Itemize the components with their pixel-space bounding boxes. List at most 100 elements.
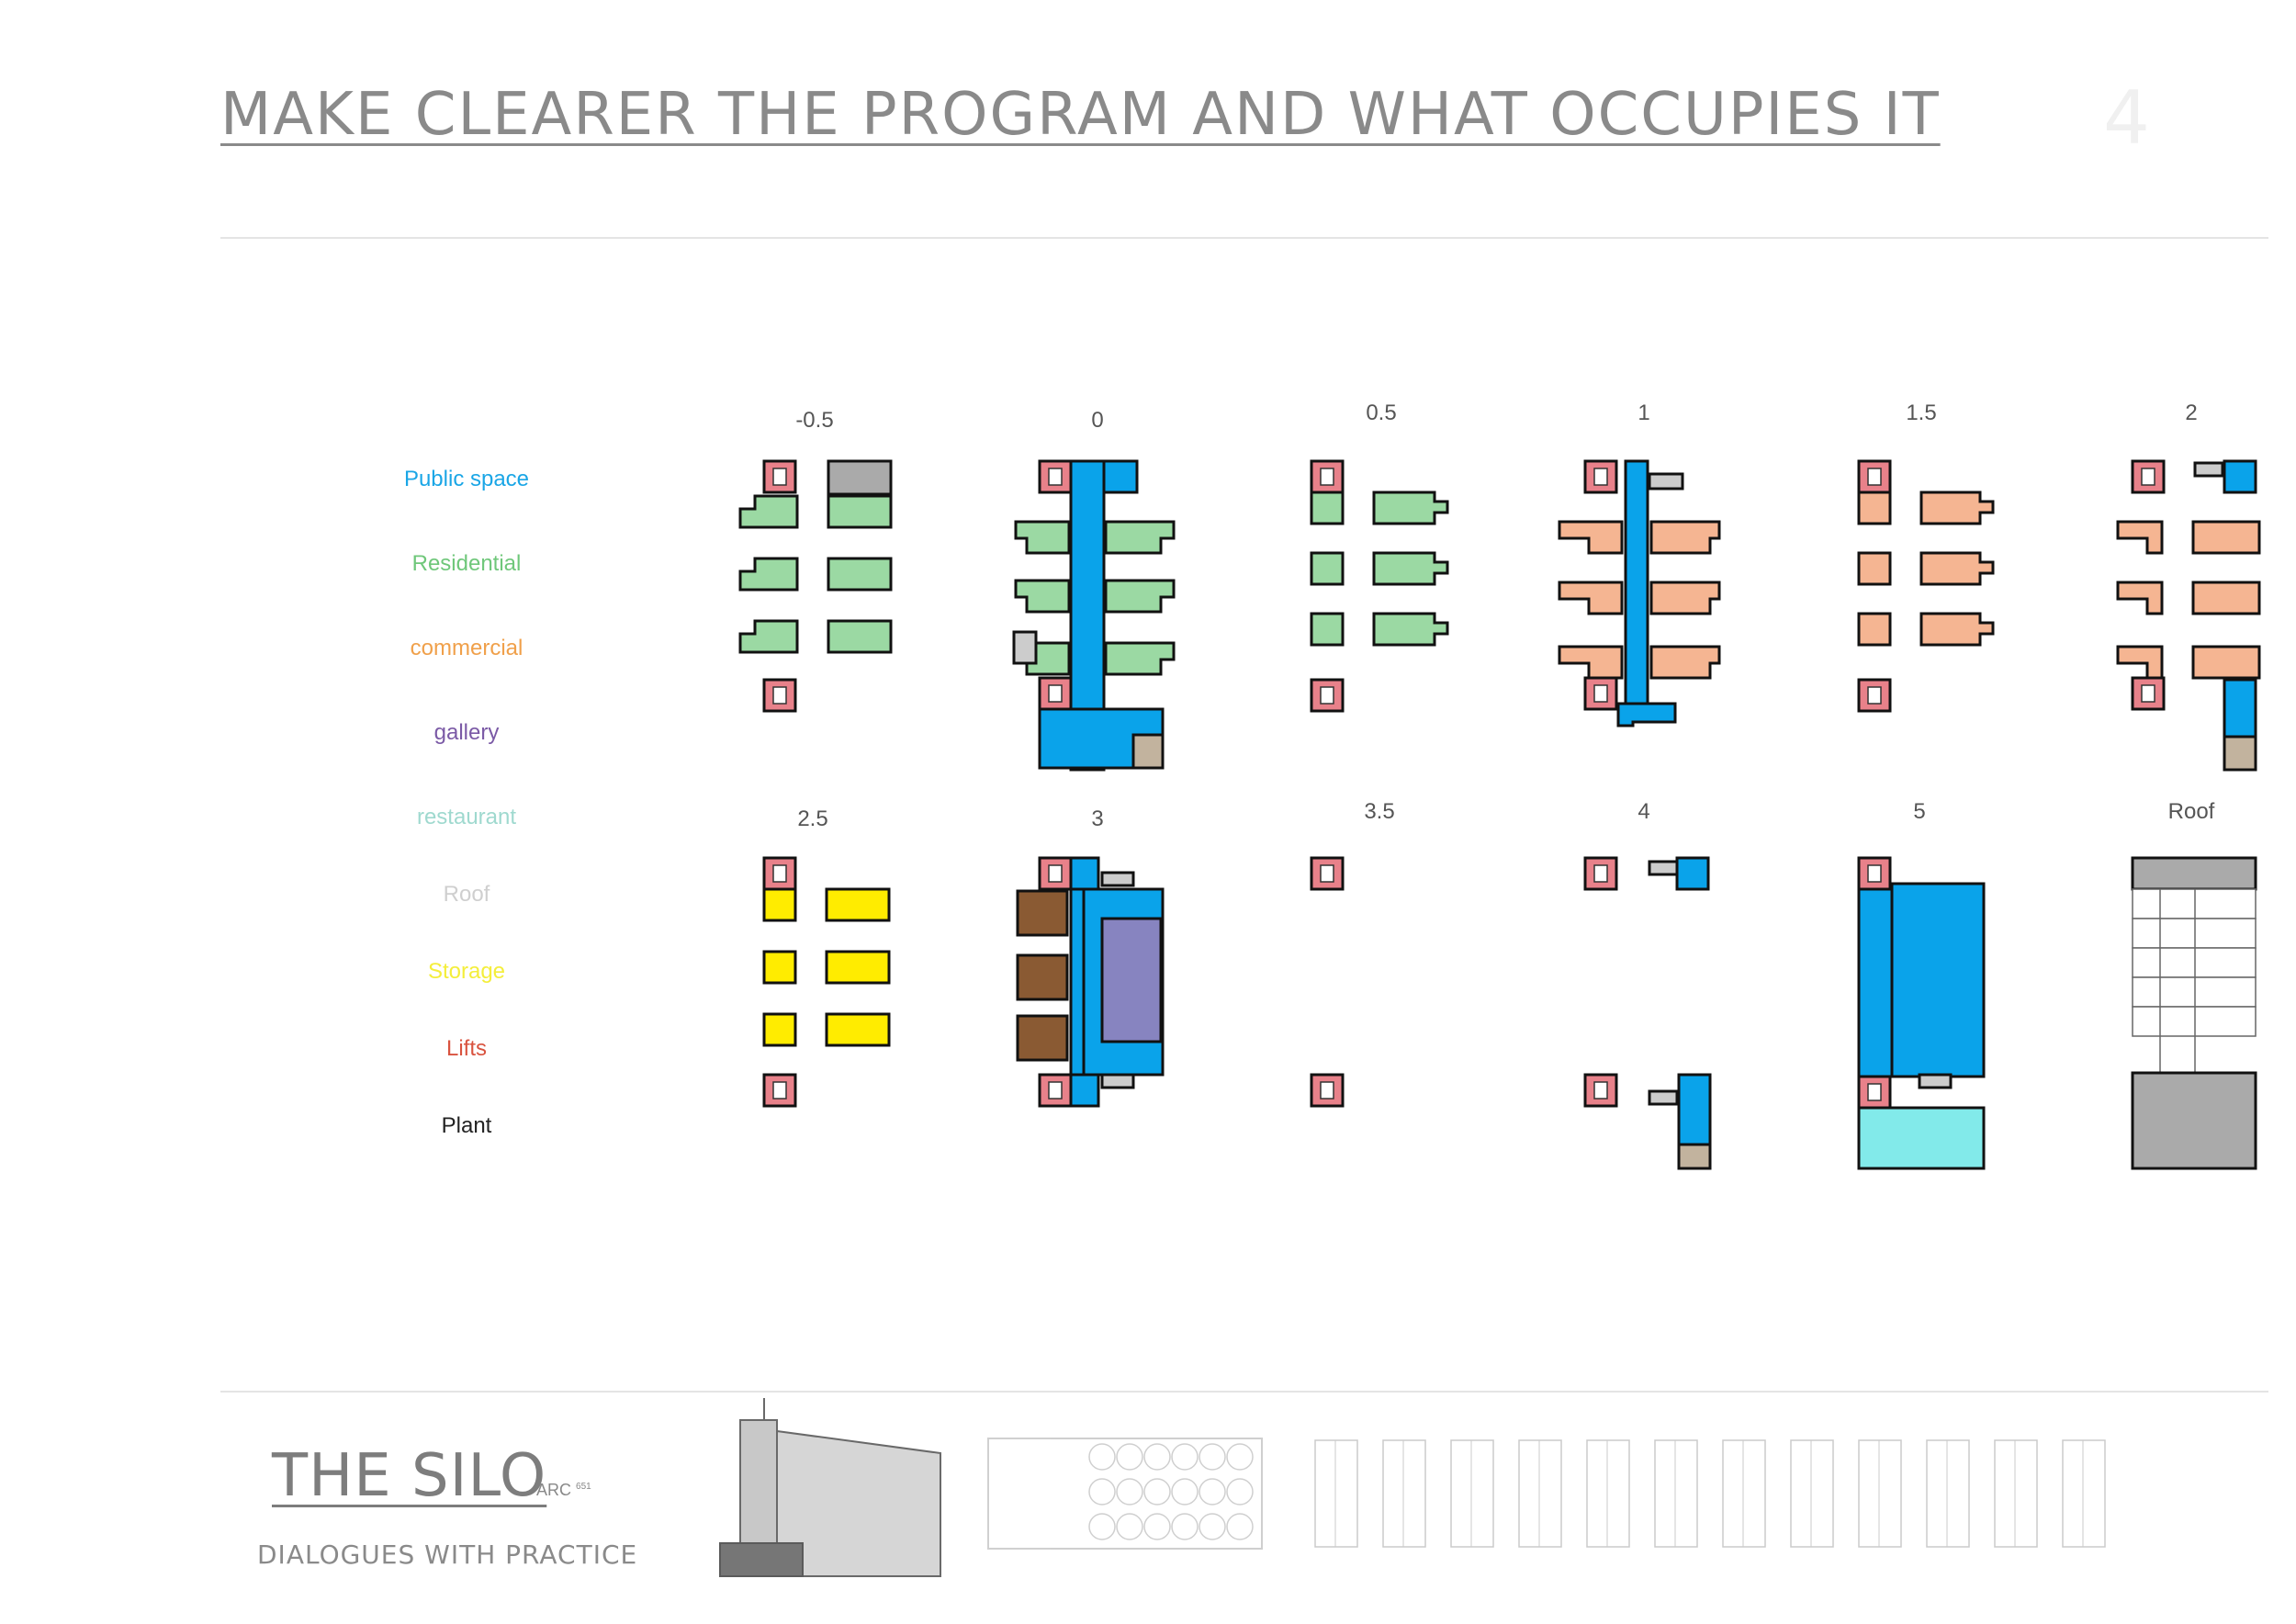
storage-room — [825, 1012, 891, 1047]
lift-core — [762, 1073, 797, 1108]
lift-car — [1867, 1083, 1882, 1101]
floor-label: 3.5 — [1364, 799, 1395, 824]
stair — [1648, 860, 1679, 876]
elevation-motif — [1226, 1443, 1254, 1471]
plan-thumbnail — [1314, 1439, 1358, 1548]
storage-room — [1016, 889, 1069, 937]
lift-car — [1048, 468, 1063, 486]
lift-car — [1593, 864, 1608, 883]
lift-car — [1320, 864, 1334, 883]
storage-room — [762, 1012, 797, 1047]
lift-core — [1310, 678, 1345, 713]
lift-car — [1048, 684, 1063, 703]
storage-room — [762, 950, 797, 985]
residential-unit — [827, 619, 893, 654]
commercial-unit — [2116, 581, 2164, 615]
elevation-motif — [1116, 1513, 1143, 1540]
elevation-motif — [1171, 1513, 1199, 1540]
elevation-motif — [1143, 1478, 1171, 1506]
lift-core — [1038, 676, 1073, 711]
plan-thumbnail — [1926, 1439, 1970, 1548]
residential-unit — [1104, 520, 1176, 555]
lift-core — [762, 856, 797, 891]
lift-car — [772, 864, 787, 883]
commercial-unit — [2191, 520, 2261, 555]
legend-plant: Plant — [441, 1113, 492, 1138]
commercial-unit — [1649, 645, 1721, 680]
plan-floor-2-5 — [762, 856, 891, 1108]
course-number: 651 — [576, 1482, 591, 1492]
commercial-unit — [1558, 520, 1624, 555]
elevation-motif — [1226, 1478, 1254, 1506]
page-title: MAKE CLEARER THE PROGRAM AND WHAT OCCUPI… — [220, 81, 1941, 149]
plant-room — [827, 459, 893, 496]
elevation-thumbnail — [987, 1438, 1263, 1550]
plan-thumbnail — [1654, 1439, 1698, 1548]
silo-building-sketch — [719, 1398, 941, 1577]
legend-restaurant: restaurant — [416, 805, 517, 829]
stair — [2193, 461, 2224, 478]
floor-label: -0.5 — [795, 408, 834, 433]
floor-label: 5 — [1913, 799, 1926, 824]
residential-unit — [827, 557, 893, 592]
roof-bay — [2132, 1006, 2257, 1037]
plan-thumbnail — [1790, 1439, 1834, 1548]
lift-core — [1583, 459, 1618, 494]
elevation-motif — [1116, 1443, 1143, 1471]
gallery — [1100, 917, 1163, 1043]
lift-car — [1593, 468, 1608, 486]
residential-unit — [1372, 551, 1449, 586]
course-code: ARC 651 — [536, 1481, 591, 1500]
lift-core — [762, 678, 797, 713]
roof-bay — [2132, 918, 2257, 949]
plan-floor-5 — [1857, 856, 1986, 1170]
lift-car — [1048, 1081, 1063, 1100]
public-space — [1857, 887, 1894, 1078]
floor-label: 0 — [1091, 408, 1104, 433]
elevation-motif — [1088, 1513, 1116, 1540]
residential-unit — [1310, 491, 1345, 525]
project-title: THE SILO — [272, 1442, 547, 1510]
lift-car — [772, 468, 787, 486]
legend-roof: Roof — [443, 882, 490, 907]
elevation-motif — [1143, 1443, 1171, 1471]
elevation-motif — [1116, 1478, 1143, 1506]
plan-thumbnail — [1858, 1439, 1902, 1548]
floor-label: 1.5 — [1906, 400, 1937, 425]
plan-thumbnail — [1722, 1439, 1766, 1548]
commercial-unit — [1857, 612, 1892, 647]
plan-thumbnail — [1586, 1439, 1630, 1548]
legend-storage: Storage — [427, 959, 506, 984]
lift-car — [1593, 684, 1608, 703]
lift-car — [1593, 1081, 1608, 1100]
plant-room — [1677, 1143, 1712, 1170]
storage-room — [825, 887, 891, 922]
elevation-frame — [987, 1438, 1263, 1550]
lift-car — [2141, 468, 2155, 486]
public-space — [1069, 856, 1100, 891]
roof-plant — [2131, 856, 2257, 891]
footer-divider — [220, 1391, 2268, 1393]
public-space — [1677, 1073, 1712, 1146]
plan-floor-3 — [1016, 856, 1165, 1108]
commercial-unit — [1919, 551, 1995, 586]
public-corridor — [1069, 887, 1086, 1077]
commercial-unit — [2116, 645, 2164, 680]
plan-floor-3-5 — [1310, 856, 1345, 1108]
commercial-unit — [1857, 491, 1892, 525]
public-space — [2223, 459, 2257, 494]
elevation-motif — [1088, 1478, 1116, 1506]
elevation-motif — [1226, 1513, 1254, 1540]
residential-unit — [1014, 520, 1071, 555]
footer-thumbnails — [719, 1398, 2106, 1577]
stair — [1100, 1073, 1135, 1089]
silo-body — [776, 1429, 941, 1577]
legend-gallery: gallery — [433, 720, 500, 745]
stair — [1100, 871, 1135, 887]
residential-unit — [1104, 641, 1176, 676]
stair — [1648, 472, 1684, 491]
commercial-unit — [1919, 612, 1995, 647]
public-space — [1890, 882, 1986, 1078]
plan-floor-0-5 — [1310, 459, 1449, 713]
